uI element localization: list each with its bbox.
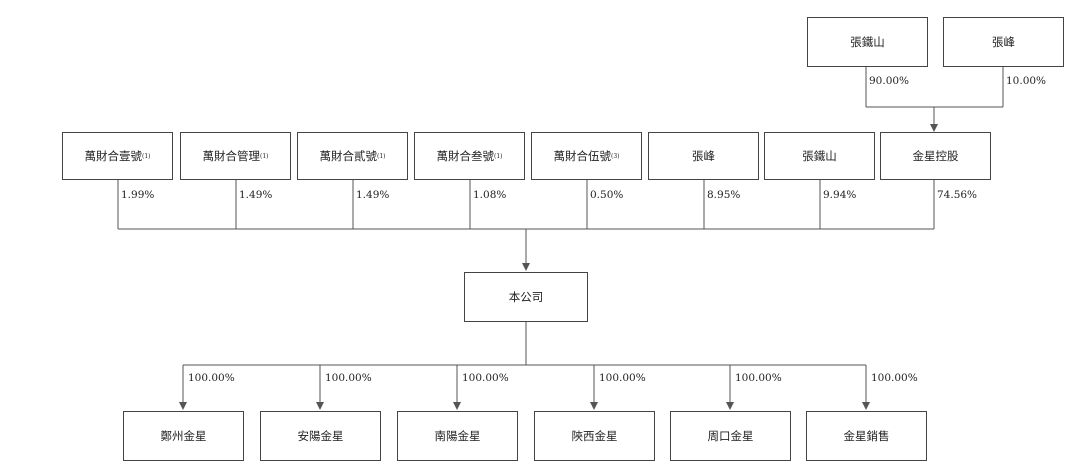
subsidiary-pct-4: 100.00% [599,372,646,384]
subsidiary-pct-2: 100.00% [325,372,372,384]
footnote-marker: (1) [142,152,151,160]
shareholder-pct-1: 1.99% [121,189,155,201]
shareholder-name: 萬財合管理 [202,149,261,163]
shareholder-box-8: 金星控股 [880,132,991,180]
shareholder-box-5: 萬財合伍號(3) [531,132,642,180]
subsidiary-box-2: 安陽金星 [260,411,381,461]
company-name: 本公司 [508,290,544,304]
footnote-marker: (1) [377,152,386,160]
shareholder-pct-4: 1.08% [473,189,507,201]
shareholder-name: 張鐵山 [802,149,837,163]
subsidiary-name: 鄭州金星 [160,429,207,443]
shareholder-box-4: 萬財合叁號(1) [414,132,525,180]
subsidiary-name: 周口金星 [707,429,754,443]
subsidiary-box-4: 陝西金星 [534,411,655,461]
owner-pct-zhang-tieshan: 90.00% [869,75,910,87]
shareholder-box-6: 張峰 [648,132,759,180]
shareholder-pct-6: 8.95% [707,189,741,201]
footnote-marker: (1) [494,152,503,160]
owner-pct-zhang-feng: 10.00% [1006,75,1047,87]
subsidiary-box-6: 金星銷售 [806,411,927,461]
subsidiary-name: 安陽金星 [297,429,344,443]
company-box: 本公司 [464,272,588,322]
shareholder-pct-3: 1.49% [356,189,390,201]
shareholder-name: 金星控股 [912,149,959,163]
subsidiary-pct-1: 100.00% [188,372,235,384]
shareholder-box-1: 萬財合壹號(1) [62,132,173,180]
shareholder-name: 萬財合叁號 [436,149,495,163]
shareholder-name: 張峰 [692,149,715,163]
shareholder-box-7: 張鐵山 [764,132,875,180]
subsidiary-box-5: 周口金星 [670,411,791,461]
shareholder-pct-8: 74.56% [937,189,978,201]
shareholder-pct-7: 9.94% [823,189,857,201]
subsidiary-box-3: 南陽金星 [397,411,518,461]
subsidiary-pct-5: 100.00% [735,372,782,384]
footnote-marker: (3) [611,152,620,160]
shareholder-box-2: 萬財合管理(1) [180,132,291,180]
shareholder-name: 萬財合伍號 [553,149,612,163]
shareholder-name: 萬財合壹號 [84,149,143,163]
owner-box-zhang-tieshan: 張鐵山 [807,17,928,67]
footnote-marker: (1) [260,152,269,160]
subsidiary-box-1: 鄭州金星 [123,411,244,461]
subsidiary-name: 南陽金星 [434,429,481,443]
subsidiary-pct-3: 100.00% [462,372,509,384]
owner-name: 張峰 [992,35,1015,49]
subsidiary-name: 金星銷售 [843,429,890,443]
owner-box-zhang-feng: 張峰 [943,17,1064,67]
subsidiary-pct-6: 100.00% [871,372,918,384]
shareholder-pct-5: 0.50% [590,189,624,201]
owner-name: 張鐵山 [850,35,885,49]
shareholder-pct-2: 1.49% [239,189,273,201]
subsidiary-name: 陝西金星 [571,429,618,443]
shareholder-name: 萬財合貳號 [319,149,378,163]
shareholder-box-3: 萬財合貳號(1) [297,132,408,180]
